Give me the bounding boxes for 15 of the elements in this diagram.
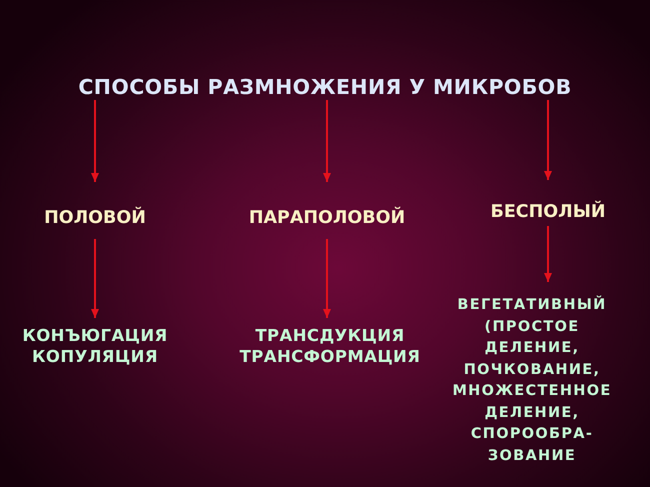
category-label: ПОЛОВОЙ — [44, 208, 146, 229]
heading-text: СПОСОБЫ РАЗМНОЖЕНИЯ У МИКРОБОВ — [78, 75, 572, 99]
arrow — [544, 100, 552, 180]
arrow — [544, 226, 552, 282]
arrow — [91, 100, 99, 182]
method-label: КОНЪЮГАЦИЯ — [22, 325, 168, 346]
arrow — [323, 239, 331, 318]
category-label: БЕСПОЛЫЙ — [490, 202, 606, 223]
arrow — [91, 239, 99, 318]
method-description: ВЕГЕТАТИВНЫЙ (ПРОСТОЕ ДЕЛЕНИЕ, ПОЧКОВАНИЕ, МНОЖЕСТЕННОЕ ДЕЛЕНИЕ, СПОРООБРА-ЗОВАНИЕ — [451, 295, 613, 466]
category-label: ПАРАПОЛОВОЙ — [248, 208, 406, 229]
arrow — [323, 100, 331, 182]
method-label: ТРАНСДУКЦИЯ — [255, 325, 405, 346]
method-label: КОПУЛЯЦИЯ — [32, 346, 158, 367]
method-label: ТРАНСФОРМАЦИЯ — [240, 346, 420, 367]
